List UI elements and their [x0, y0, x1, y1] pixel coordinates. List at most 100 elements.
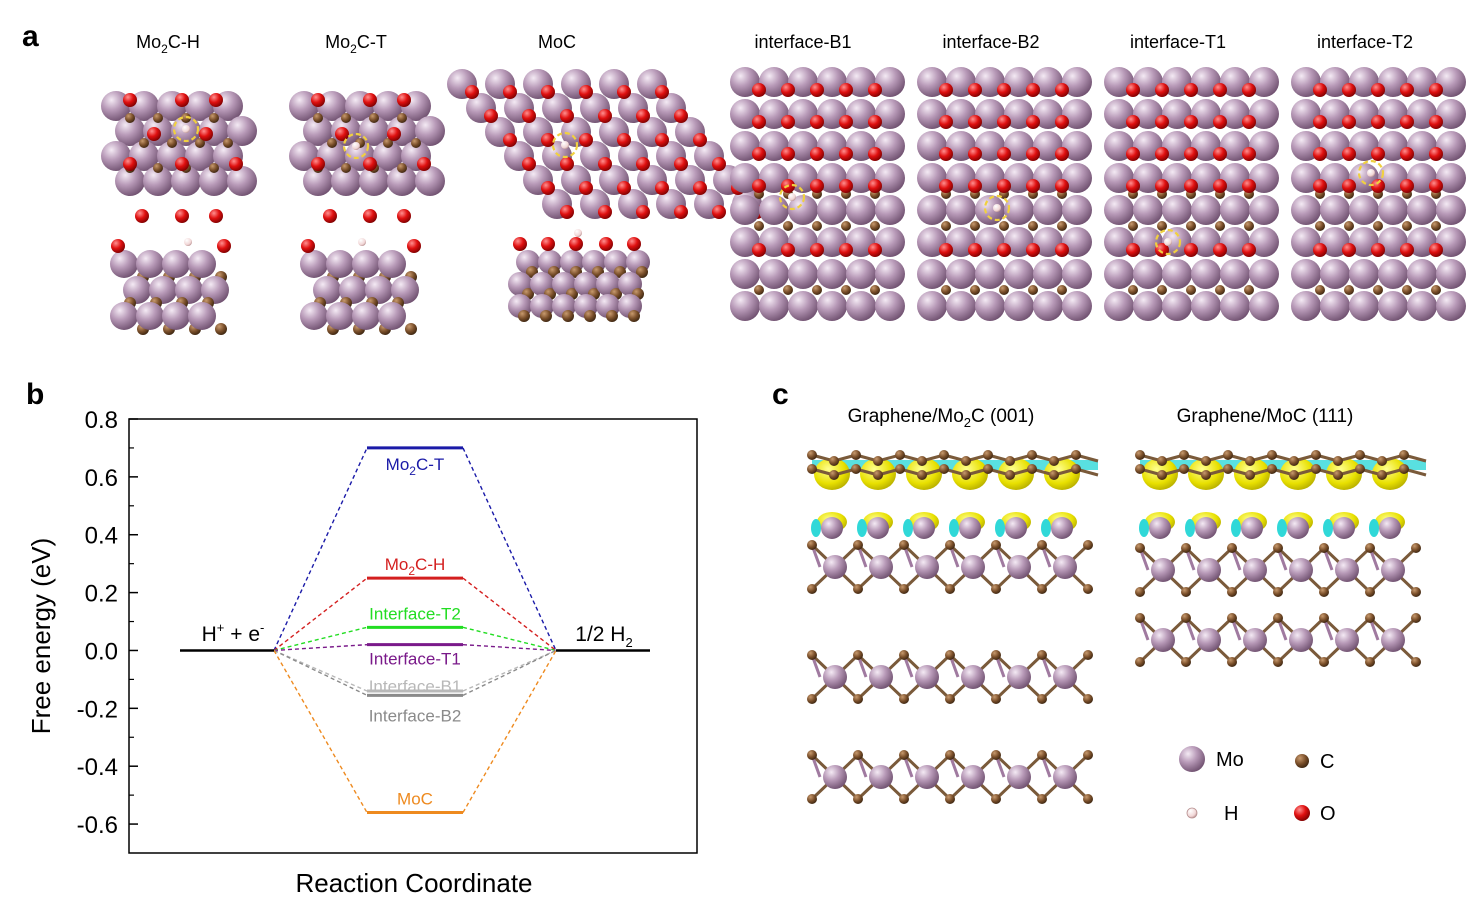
c-atom — [1273, 587, 1283, 597]
c-atom — [1373, 285, 1383, 295]
c-atom — [1005, 456, 1015, 466]
c-atom — [1157, 470, 1167, 480]
c-atom — [209, 163, 219, 173]
o-atom — [1184, 243, 1198, 257]
series-layer: Mo2C-TMo2C-HInterface-T2Interface-T1Inte… — [273, 446, 557, 814]
c-atom — [327, 138, 337, 148]
panel-label-a: a — [22, 20, 39, 53]
connector-right — [462, 447, 557, 651]
mo-atom — [1249, 163, 1279, 193]
c-atom — [1083, 794, 1093, 804]
mo-atom — [1381, 628, 1405, 652]
o-atom — [1213, 83, 1227, 97]
initial-state-label: H+ + e- — [202, 620, 265, 646]
c-atom — [807, 540, 817, 550]
charge-depletion-lobe — [857, 519, 867, 537]
o-atom — [229, 157, 243, 171]
final-state-label: 1/2 H2 — [575, 623, 632, 650]
mo-atom — [1195, 517, 1217, 539]
c-atom — [1037, 584, 1047, 594]
mo-atom — [1062, 195, 1092, 225]
mo-atom — [1436, 259, 1466, 289]
o-atom — [599, 237, 613, 251]
mo-atom — [867, 517, 889, 539]
o-atom — [1242, 83, 1256, 97]
c-atom — [870, 285, 880, 295]
o-atom — [1371, 179, 1385, 193]
o-atom — [311, 157, 325, 171]
c-atom — [628, 310, 640, 322]
c-atom — [1411, 587, 1421, 597]
mo-atom — [817, 259, 847, 289]
o-atom — [1429, 147, 1443, 161]
c-atom — [754, 221, 764, 231]
o-atom — [1126, 115, 1140, 129]
mo-atom — [1053, 665, 1077, 689]
o-atom — [1400, 147, 1414, 161]
c-atom — [939, 450, 949, 460]
c-atom — [991, 794, 1001, 804]
o-atom — [868, 147, 882, 161]
mo-atom — [730, 195, 760, 225]
connector-left — [273, 626, 368, 652]
o-atom — [1184, 115, 1198, 129]
o-atom — [598, 109, 612, 123]
c-atom — [1223, 450, 1233, 460]
o-atom — [617, 85, 631, 99]
c-atom — [851, 464, 861, 474]
c-atom — [783, 221, 793, 231]
c-atom — [1027, 464, 1037, 474]
o-atom — [839, 179, 853, 193]
charge-depletion-region — [1140, 460, 1426, 470]
mo-atom — [1197, 558, 1221, 582]
c-atom — [1135, 464, 1145, 474]
c-atom — [1037, 794, 1047, 804]
c-atom — [1289, 456, 1299, 466]
c-atom — [1049, 456, 1059, 466]
c-atom — [899, 540, 909, 550]
c-atom — [1411, 613, 1421, 623]
mo-atom — [1062, 259, 1092, 289]
c-atom — [1135, 450, 1145, 460]
c-atom — [1179, 464, 1189, 474]
h-atom — [358, 238, 366, 246]
c-atom — [807, 750, 817, 760]
o-atom — [1126, 179, 1140, 193]
mo-atom — [817, 291, 847, 321]
c-atom — [851, 450, 861, 460]
mo-atom — [1062, 131, 1092, 161]
charge-depletion-lobe — [1277, 519, 1287, 537]
mo-atom — [1062, 163, 1092, 193]
mo-atom — [373, 91, 403, 121]
o-atom — [939, 115, 953, 129]
mo-atom — [1062, 99, 1092, 129]
connector-right — [462, 577, 557, 652]
c-atom — [807, 794, 817, 804]
mo-atom — [1320, 291, 1350, 321]
mo-atom — [1104, 291, 1134, 321]
c-atom — [853, 584, 863, 594]
o-atom — [781, 83, 795, 97]
mo-atom — [1335, 628, 1359, 652]
o-atom — [1342, 147, 1356, 161]
c-atom — [841, 221, 851, 231]
c-atom — [1311, 450, 1321, 460]
connector-left — [273, 577, 368, 652]
o-atom — [636, 205, 650, 219]
legend-h-swatch — [1186, 807, 1198, 819]
connector-left — [273, 650, 368, 813]
c-atom — [1157, 285, 1167, 295]
o-atom — [752, 243, 766, 257]
c-atom — [1227, 587, 1237, 597]
c-atom — [1083, 694, 1093, 704]
mo-atom — [188, 250, 216, 278]
mo-atom — [961, 765, 985, 789]
mo-atom — [1191, 195, 1221, 225]
mo-atom — [1033, 259, 1063, 289]
mo-atom — [1249, 131, 1279, 161]
mo-atom — [1289, 628, 1313, 652]
c-atom — [917, 470, 927, 480]
o-atom — [781, 147, 795, 161]
o-atom — [123, 157, 137, 171]
o-atom — [1055, 115, 1069, 129]
